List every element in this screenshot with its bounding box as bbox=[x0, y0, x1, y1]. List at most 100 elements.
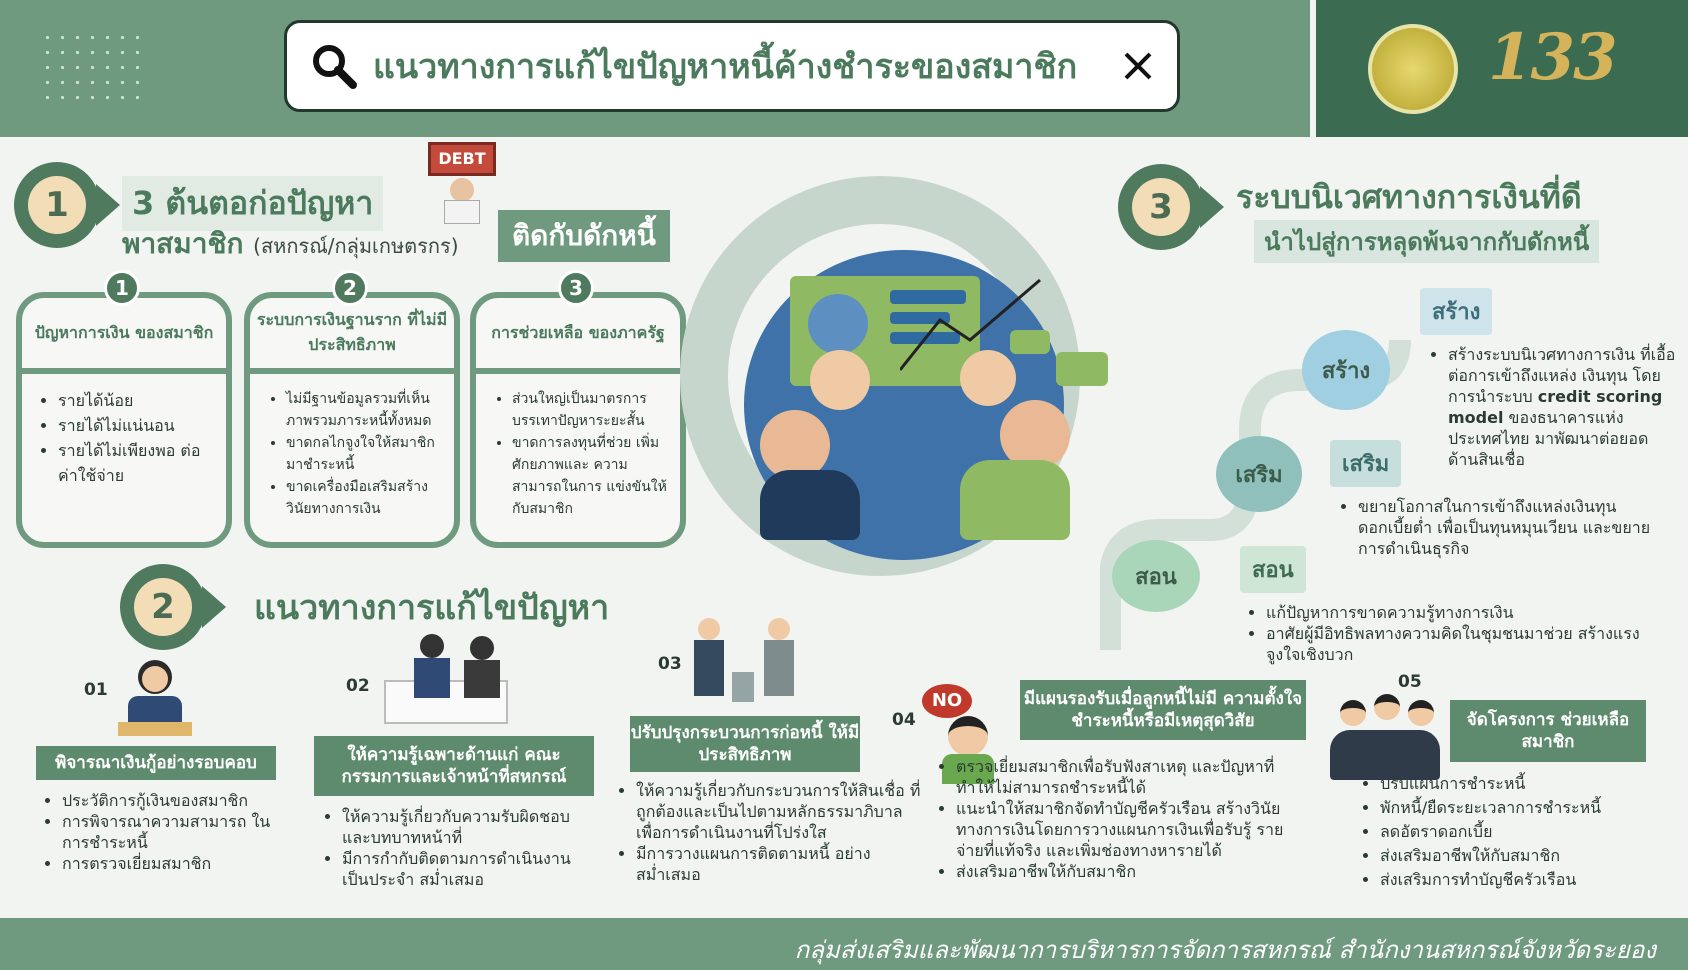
no-sign: NO bbox=[922, 684, 972, 718]
person-body-illustration bbox=[960, 460, 1070, 540]
build-text-bold: credit scoring model bbox=[1448, 387, 1663, 427]
teach-label: สอน bbox=[1240, 546, 1306, 593]
step-items: ประวัติการกู้เงินของสมาชิก การพิจารณาควา… bbox=[42, 790, 292, 874]
list-item: การพิจารณาความสามารถ ในการชำระหนี้ bbox=[62, 811, 292, 853]
step-items: ให้ความรู้เกี่ยวกับกระบวนการให้สินเชื่อ … bbox=[616, 780, 926, 885]
step-title: จัดโครงการ ช่วยเหลือสมาชิก bbox=[1450, 700, 1646, 762]
cause-card-title: ปัญหาการเงิน ของสมาชิก bbox=[22, 298, 226, 374]
section3-subtitle: นำไปสู่การหลุดพ้นจากกับดักหนี้ bbox=[1254, 220, 1600, 263]
section3-title: ระบบนิเวศทางการเงินที่ดี bbox=[1236, 178, 1582, 216]
list-item: รายได้ไม่แน่นอน bbox=[58, 413, 218, 438]
section2-number: 2 bbox=[134, 578, 192, 636]
person-illustration bbox=[960, 350, 1016, 406]
step-title: ให้ความรู้เฉพาะด้านแก่ คณะกรรมการและเจ้า… bbox=[314, 736, 594, 796]
section1-subtitle-main: พาสมาชิก bbox=[122, 227, 244, 260]
cause-badge-1: 1 bbox=[104, 270, 140, 306]
list-item: ขยายโอกาสในการเข้าถึงแหล่งเงินทุน ดอกเบี… bbox=[1358, 496, 1668, 559]
list-item: มีการกำกับติดตามการดำเนินงาน เป็นประจำ ส… bbox=[342, 848, 592, 890]
list-item: ให้ความรู้เกี่ยวกับความรับผิดชอบ และบทบา… bbox=[342, 806, 592, 848]
debt-illustration: DEBT bbox=[428, 126, 496, 224]
build-description: สร้างระบบนิเวศทางการเงิน ที่เอื้อต่อการเ… bbox=[1428, 344, 1678, 470]
step-title: พิจารณาเงินกู้อย่างรอบคอบ bbox=[36, 746, 276, 780]
speech-bubble-icon bbox=[1010, 330, 1050, 354]
cause-card-1: ปัญหาการเงิน ของสมาชิก รายได้น้อย รายได้… bbox=[16, 292, 232, 548]
list-item: ส่งเสริมการทำบัญชีครัวเรือน bbox=[1380, 868, 1660, 892]
meeting-illustration bbox=[384, 630, 508, 726]
stair-step-build: สร้าง bbox=[1302, 330, 1390, 410]
support-description: ขยายโอกาสในการเข้าถึงแหล่งเงินทุน ดอกเบี… bbox=[1338, 496, 1668, 559]
section2-title: แนวทางการแก้ไขปัญหา bbox=[254, 588, 610, 628]
list-item: รายได้น้อย bbox=[58, 388, 218, 413]
person-illustration bbox=[810, 350, 870, 410]
list-item: ประวัติการกู้เงินของสมาชิก bbox=[62, 790, 292, 811]
refusing-person-illustration: NO bbox=[920, 680, 1000, 784]
list-item: มีการวางแผนการติดตามหนี้ อย่างสม่ำเสมอ bbox=[636, 843, 926, 885]
step-items: ตรวจเยี่ยมสมาชิกเพื่อรับฟังสาเหตุ และปัญ… bbox=[936, 756, 1306, 882]
list-item: ไม่มีฐานข้อมูลรวมที่เห็น ภาพรวมภาระหนี้ท… bbox=[286, 388, 446, 432]
step-number: 04 bbox=[892, 710, 916, 730]
build-text: สร้างระบบนิเวศทางการเงิน ที่เอื้อต่อการเ… bbox=[1448, 345, 1676, 406]
person-reading-illustration bbox=[118, 656, 192, 738]
step-title: มีแผนรองรับเมื่อลูกหนี้ไม่มี ความตั้งใจช… bbox=[1020, 680, 1306, 740]
support-label: เสริม bbox=[1330, 440, 1402, 487]
list-item: อาศัยผู้มีอิทธิพลทางความคิดในชุมชนมาช่วย… bbox=[1266, 623, 1646, 665]
step-number: 02 bbox=[346, 676, 370, 696]
step-title: ปรับปรุงกระบวนการก่อหนี้ ให้มีประสิทธิภา… bbox=[630, 716, 860, 772]
section1-number: 1 bbox=[28, 176, 86, 234]
section1-subtitle-paren: (สหกรณ์/กลุ่มเกษตรกร) bbox=[253, 234, 459, 258]
trend-arrow-icon bbox=[900, 278, 1041, 371]
section1-title: 3 ต้นตอก่อปัญหา bbox=[122, 176, 384, 231]
person-illustration bbox=[760, 410, 830, 480]
stair-step-teach: สอน bbox=[1112, 540, 1200, 612]
list-item: การตรวจเยี่ยมสมาชิก bbox=[62, 853, 292, 874]
list-item: พักหนี้/ยืดระยะเวลาการชำระหนี้ bbox=[1380, 796, 1660, 820]
step-number: 03 bbox=[658, 654, 682, 674]
close-icon[interactable] bbox=[1123, 51, 1153, 81]
step-number: 05 bbox=[1398, 672, 1422, 692]
cause-card-title: ระบบการเงินฐานราก ที่ไม่มีประสิทธิภาพ bbox=[250, 298, 454, 374]
section3-number: 3 bbox=[1132, 178, 1190, 236]
list-item: ขาดกลไกจูงใจให้สมาชิก มาชำระหนี้ bbox=[286, 432, 446, 476]
handshake-bank-illustration bbox=[692, 616, 804, 710]
cause-card-title: การช่วยเหลือ ของภาครัฐ bbox=[476, 298, 680, 374]
person-body-illustration bbox=[760, 470, 860, 540]
person-body bbox=[444, 200, 480, 224]
dot-pattern bbox=[40, 30, 140, 100]
person-illustration bbox=[1000, 400, 1070, 470]
anniversary-logo: 133 bbox=[1488, 20, 1618, 95]
search-bar[interactable]: แนวทางการแก้ไขปัญหาหนี้ค้างชำระของสมาชิก bbox=[284, 20, 1180, 112]
footer-text: กลุ่มส่งเสริมและพัฒนาการบริหารการจัดการส… bbox=[794, 936, 1656, 964]
search-query[interactable]: แนวทางการแก้ไขปัญหาหนี้ค้างชำระของสมาชิก bbox=[373, 47, 1078, 87]
group-of-people-illustration bbox=[1330, 690, 1440, 786]
list-item: ปรับแผนการชำระหนี้ bbox=[1380, 772, 1660, 796]
header-band: แนวทางการแก้ไขปัญหาหนี้ค้างชำระของสมาชิก bbox=[0, 0, 1310, 137]
section3-number-badge: 3 bbox=[1118, 164, 1224, 250]
section1-subtitle: พาสมาชิก (สหกรณ์/กลุ่มเกษตรกร) bbox=[122, 222, 459, 266]
section1-number-badge: 1 bbox=[14, 162, 120, 248]
cause-card-3: การช่วยเหลือ ของภาครัฐ ส่วนใหญ่เป็นมาตรก… bbox=[470, 292, 686, 548]
debt-sign: DEBT bbox=[428, 142, 496, 176]
step-items: ปรับแผนการชำระหนี้ พักหนี้/ยืดระยะเวลากา… bbox=[1360, 772, 1660, 892]
list-item: แนะนำให้สมาชิกจัดทำบัญชีครัวเรือน สร้างว… bbox=[956, 798, 1306, 861]
debt-trap-tag: ติดกับดักหนี้ bbox=[498, 210, 670, 262]
list-item: ส่วนใหญ่เป็นมาตรการ บรรเทาปัญหาระยะสั้น bbox=[512, 388, 672, 432]
cause-badge-2: 2 bbox=[332, 270, 368, 306]
list-item: รายได้ไม่เพียงพอ ต่อค่าใช้จ่าย bbox=[58, 438, 218, 488]
teach-description: แก้ปัญหาการขาดความรู้ทางการเงิน อาศัยผู้… bbox=[1246, 602, 1646, 665]
cause-card-2: ระบบการเงินฐานราก ที่ไม่มีประสิทธิภาพ ไม… bbox=[244, 292, 460, 548]
step-number: 01 bbox=[84, 680, 108, 700]
cause-badge-3: 3 bbox=[558, 270, 594, 306]
list-item: ขาดการลงทุนที่ช่วย เพิ่มศักยภาพและ ความส… bbox=[512, 432, 672, 520]
step-items: ให้ความรู้เกี่ยวกับความรับผิดชอบ และบทบา… bbox=[322, 806, 592, 890]
section2-number-badge: 2 bbox=[120, 564, 226, 650]
cooperative-seal-logo bbox=[1368, 24, 1458, 114]
list-item: ตรวจเยี่ยมสมาชิกเพื่อรับฟังสาเหตุ และปัญ… bbox=[956, 756, 1306, 798]
stair-step-support: เสริม bbox=[1216, 436, 1302, 512]
search-icon[interactable] bbox=[311, 43, 357, 89]
list-item: ส่งเสริมอาชีพให้กับสมาชิก bbox=[1380, 844, 1660, 868]
list-item: ส่งเสริมอาชีพให้กับสมาชิก bbox=[956, 861, 1306, 882]
build-label: สร้าง bbox=[1420, 288, 1493, 335]
footer: กลุ่มส่งเสริมและพัฒนาการบริหารการจัดการส… bbox=[0, 918, 1688, 970]
list-item: ลดอัตราดอกเบี้ย bbox=[1380, 820, 1660, 844]
build-text: ของธนาคารแห่งประเทศไทย มาพัฒนาต่อยอดด้าน… bbox=[1448, 408, 1649, 469]
